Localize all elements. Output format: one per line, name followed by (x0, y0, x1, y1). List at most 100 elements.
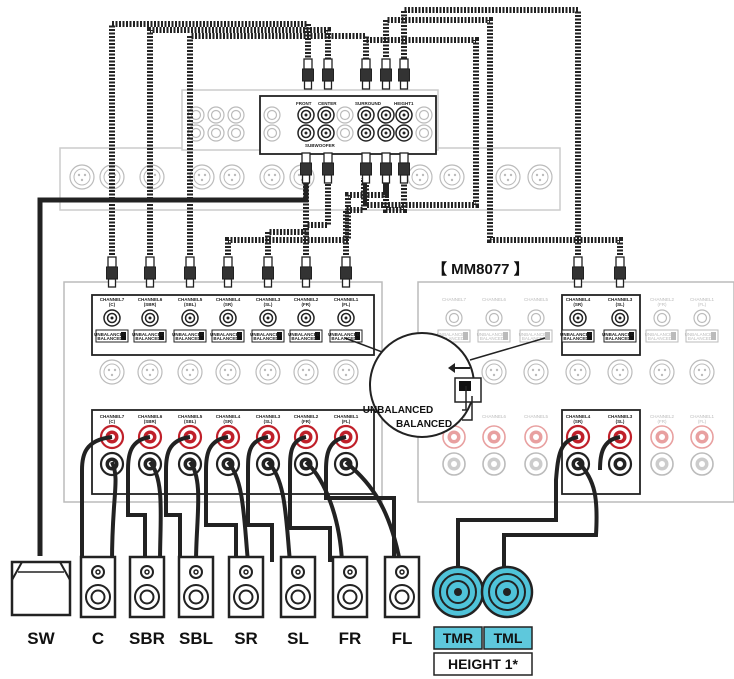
switch-unbalanced: UNBALANCED (685, 332, 717, 337)
main-channel-name: CHANNEL5 (178, 297, 203, 302)
switch-knob (121, 332, 126, 340)
sub-channel-name: CHANNEL3 (608, 297, 633, 302)
switch-knob (237, 332, 242, 340)
main-channel-name: CHANNEL3 (256, 297, 281, 302)
main-channel-sub: (C) (109, 302, 116, 307)
sub-out-sub: (FR) (658, 419, 667, 424)
rca-cables (109, 7, 623, 255)
sub-xlr-jack (607, 359, 633, 385)
main-switch (289, 329, 323, 343)
sub-channel-name: CHANNEL4 (566, 297, 591, 302)
main-out-sub: (SL) (264, 419, 273, 424)
sub-xlr-jack (689, 359, 715, 385)
main-input-jack (181, 309, 199, 327)
preamp-label-height: HEIGHT1 (394, 101, 414, 106)
height-tags: TMR TML HEIGHT 1* (433, 626, 533, 676)
main-channel-sub: (SL) (264, 302, 273, 307)
switch-balanced: BALANCED (175, 336, 201, 341)
main-switch (173, 329, 207, 343)
sub-input-jack (485, 309, 503, 327)
switch-balanced: BALANCED (213, 336, 239, 341)
sub-switch (603, 329, 637, 343)
main-channel-sub: (FL) (342, 302, 351, 307)
main-channel-name: CHANNEL6 (138, 297, 163, 302)
main-switch (329, 329, 363, 343)
main-out-sub: (SR) (223, 419, 233, 424)
switch-knob (463, 332, 468, 340)
sub-channel-sub: (SR) (573, 302, 583, 307)
sub-channel-name: CHANNEL5 (524, 297, 549, 302)
main-out-sub: (SBR) (144, 419, 157, 424)
switch-knob (315, 332, 320, 340)
speaker-sl-icon (279, 555, 317, 619)
sub-switch (477, 329, 511, 343)
switch-knob (199, 332, 204, 340)
switch-knob (277, 332, 282, 340)
sub-out-name: CHANNEL1 (690, 414, 715, 419)
label-fl: FL (392, 629, 413, 648)
switch-unbalanced: UNBALANCED (210, 332, 242, 337)
main-input-jack (141, 309, 159, 327)
model-label: 【 MM8077 】 (432, 260, 529, 278)
main-out-name: CHANNEL7 (100, 414, 125, 419)
sub-out-name: CHANNEL6 (482, 414, 507, 419)
sub-xlr-jack (649, 359, 675, 385)
switch-balanced: BALANCED (605, 336, 631, 341)
switch-knob (587, 332, 592, 340)
sub-out-sub: (SR) (573, 419, 583, 424)
preamp-label-subwoofer: SUBWOOFER (305, 143, 335, 148)
speaker-sr-icon (227, 555, 265, 619)
switch-unbalanced: UNBALANCED (645, 332, 677, 337)
sub-channel-5: CHANNEL3(SL)UNBALANCEDBALANCEDCHANNEL3(S… (602, 297, 637, 477)
black-terminal (442, 452, 466, 476)
black-terminal (524, 452, 548, 476)
preamp-label-surround: SURROUND (355, 101, 382, 106)
main-xlr-jack (215, 359, 241, 385)
switch-balanced: BALANCED (135, 336, 161, 341)
switch-knob (355, 332, 360, 340)
switch-balanced: BALANCED (331, 336, 357, 341)
main-channel-6: CHANNEL2(FR)UNBALANCEDBALANCEDCHANNEL2(F… (288, 297, 323, 477)
sub-xlr-jack (523, 359, 549, 385)
main-input-jack (103, 309, 121, 327)
main-input-jack (219, 309, 237, 327)
sub-channel-sub: (FR) (658, 302, 667, 307)
preamp-label-center: CENTER (318, 101, 337, 106)
switch-balanced: BALANCED (253, 336, 279, 341)
main-xlr-jack (333, 359, 359, 385)
speaker-sbr-icon (128, 555, 166, 619)
black-terminal (650, 452, 674, 476)
main-channel-name: CHANNEL2 (294, 297, 319, 302)
sub-channel-sub: (FL) (698, 302, 707, 307)
switch-unbalanced: UNBALANCED (519, 332, 551, 337)
speaker-fl-icon (383, 555, 421, 619)
switch-unbalanced: UNBALANCED (172, 332, 204, 337)
red-terminal (650, 425, 674, 449)
red-terminal (524, 425, 548, 449)
sub-input-jack (527, 309, 545, 327)
main-xlr-jack (293, 359, 319, 385)
switch-unbalanced: UNBALANCED (477, 332, 509, 337)
black-terminal (690, 452, 714, 476)
main-out-sub: (SBL) (184, 419, 196, 424)
arrow-left-icon (448, 363, 455, 373)
sub-channel-sub: (SL) (616, 302, 625, 307)
main-out-name: CHANNEL2 (294, 414, 319, 419)
sub-channel-name: CHANNEL2 (650, 297, 675, 302)
switch-balanced: BALANCED (480, 336, 505, 341)
switch-knob (711, 332, 716, 340)
switch-balanced: BALANCED (563, 336, 589, 341)
main-input-jack (297, 309, 315, 327)
label-c: C (92, 629, 104, 648)
sub-input-jack (611, 309, 629, 327)
sub-switch (685, 329, 719, 343)
switch-callout: UNBALANCED BALANCED (344, 332, 546, 438)
sub-channel-6: CHANNEL2(FR)UNBALANCEDBALANCEDCHANNEL2(F… (645, 297, 679, 476)
main-channel-2: CHANNEL6(SBR)UNBALANCEDBALANCEDCHANNEL6(… (132, 297, 167, 477)
sub-xlr-jack (481, 359, 507, 385)
callout-balanced: BALANCED (396, 419, 452, 430)
label-sl: SL (287, 629, 309, 648)
sub-out-name: CHANNEL5 (524, 414, 549, 419)
